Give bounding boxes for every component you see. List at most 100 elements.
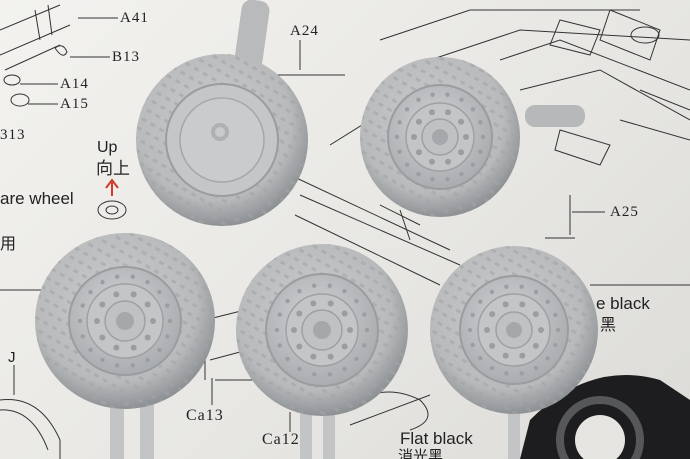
wheel-top-right [360,57,520,217]
rim-rivet [404,162,410,167]
rim-rivet [467,327,473,333]
rim-rivet [362,343,367,348]
label-black-zh: 黑 [600,317,617,334]
bolt-hole [99,301,106,308]
bolt-hole [458,118,465,125]
bolt-hole [144,334,151,341]
bolt-hole [291,327,297,333]
label-b13: B13 [112,49,141,65]
rim-rivet [354,298,359,304]
bolt-hole [532,342,539,349]
bolt-hole [144,301,151,308]
rim-rivet [297,366,302,372]
bolt-hole [428,158,435,165]
rim-rivet [88,347,93,353]
label-j: J [8,349,16,366]
label-up-zh: 向上 [96,159,130,178]
rim-rivet [342,288,347,294]
bolt-hole [445,109,452,116]
rim-rivet [167,318,173,324]
rim-rivet [416,97,421,102]
rim-rivet [80,334,85,339]
label-a15: A15 [60,96,89,112]
rim-rivet [362,312,367,317]
bolt-hole [113,291,120,298]
rim-rivet [311,372,317,377]
rim-rivet [157,347,162,353]
bolt-hole [532,311,539,318]
label-left-char: 用 [0,236,17,253]
rim-rivet [327,283,333,288]
rim-rivet [430,177,435,182]
bolt-hole [296,310,303,317]
rim-rivet [88,289,93,295]
bolt-hole [428,109,435,116]
bolt-hole [327,300,334,307]
rim-rivet [533,365,539,371]
rim-rivet [459,97,464,102]
rim-rivet [285,298,290,304]
label-black-right: e black [596,294,650,313]
rim-rivet [478,356,483,361]
rim-rivet [364,327,370,333]
rim-rivet [430,92,435,97]
wheel-top-left [136,54,308,226]
rim-rivet [145,357,150,363]
rim-rivet [504,284,509,289]
rim-rivet [130,274,136,279]
label-b13-left: 313 [0,127,26,143]
rim-rivet [553,342,558,348]
rim-rivet [80,303,85,308]
rim-rivet [470,312,475,318]
label-a25: A25 [610,204,639,220]
bolt-hole [310,353,317,360]
rim-rivet [519,371,524,376]
rim-rivet [397,149,402,154]
rim-rivet [297,288,302,294]
rim-rivet [489,365,495,371]
rim-rivet [533,289,539,295]
label-ca12: Ca12 [262,431,300,448]
rim-rivet [311,283,317,288]
rim-rivet [130,363,136,368]
bolt-hole [341,310,348,317]
rim-rivet [553,312,558,318]
rim-rivet [478,120,483,125]
label-spare-wheel: are wheel [0,189,74,208]
bolt-hole [99,334,106,341]
bolt-hole [415,149,422,156]
bolt-hole [341,343,348,350]
rim-rivet [545,356,550,361]
wheel-bottom-right [430,246,598,414]
label-up: Up [97,139,118,156]
label-a14: A14 [60,76,89,92]
bolt-hole [502,301,509,308]
bolt-hole [519,301,526,308]
bolt-hole [519,352,526,359]
bolt-hole [130,344,137,351]
rim-rivet [545,299,550,304]
rim-rivet [459,172,464,177]
bolt-hole [445,158,452,165]
bolt-hole [458,149,465,156]
bolt-hole [310,300,317,307]
rim-rivet [327,372,333,377]
bolt-hole [94,318,100,324]
rim-rivet [397,120,402,125]
wheel-bottom-middle [236,244,408,416]
wheel-bottom-left [35,233,215,409]
rim-rivet [478,149,483,154]
rim-rivet [394,134,400,140]
bolt-hole [130,291,137,298]
bolt-hole [538,327,544,333]
rim-rivet [404,107,410,112]
rim-rivet [504,371,509,376]
bolt-hole [347,327,353,333]
rim-rivet [100,357,105,363]
rim-rivet [445,92,450,97]
rim-rivet [274,327,280,333]
rim-rivet [285,356,290,362]
rim-rivet [145,279,150,285]
rim-rivet [416,172,421,177]
